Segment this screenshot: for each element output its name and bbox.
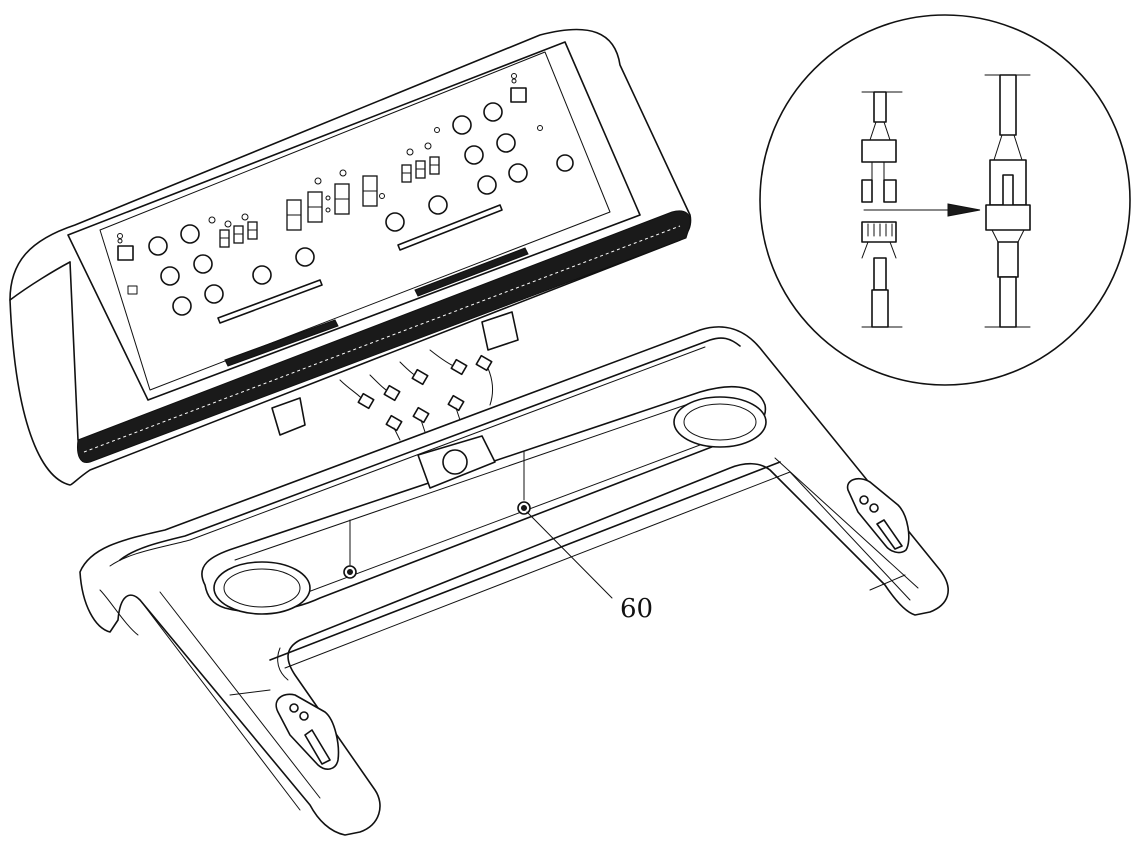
left-pulse-sensor [275,693,340,770]
callout-60-label: 60 [620,594,653,624]
wire-connectors [339,349,493,441]
right-display-digits [401,142,440,183]
left-display-digits [219,221,258,248]
inset-left-connector [861,91,897,328]
right-pulse-sensor [846,478,910,554]
inset-right-connector [985,74,1031,328]
handlebar-frame [79,326,949,836]
center-display-digits [286,169,385,231]
console-display-panel [9,28,692,486]
connector-detail-inset [759,14,1131,386]
callout-60: 60 [526,511,653,624]
